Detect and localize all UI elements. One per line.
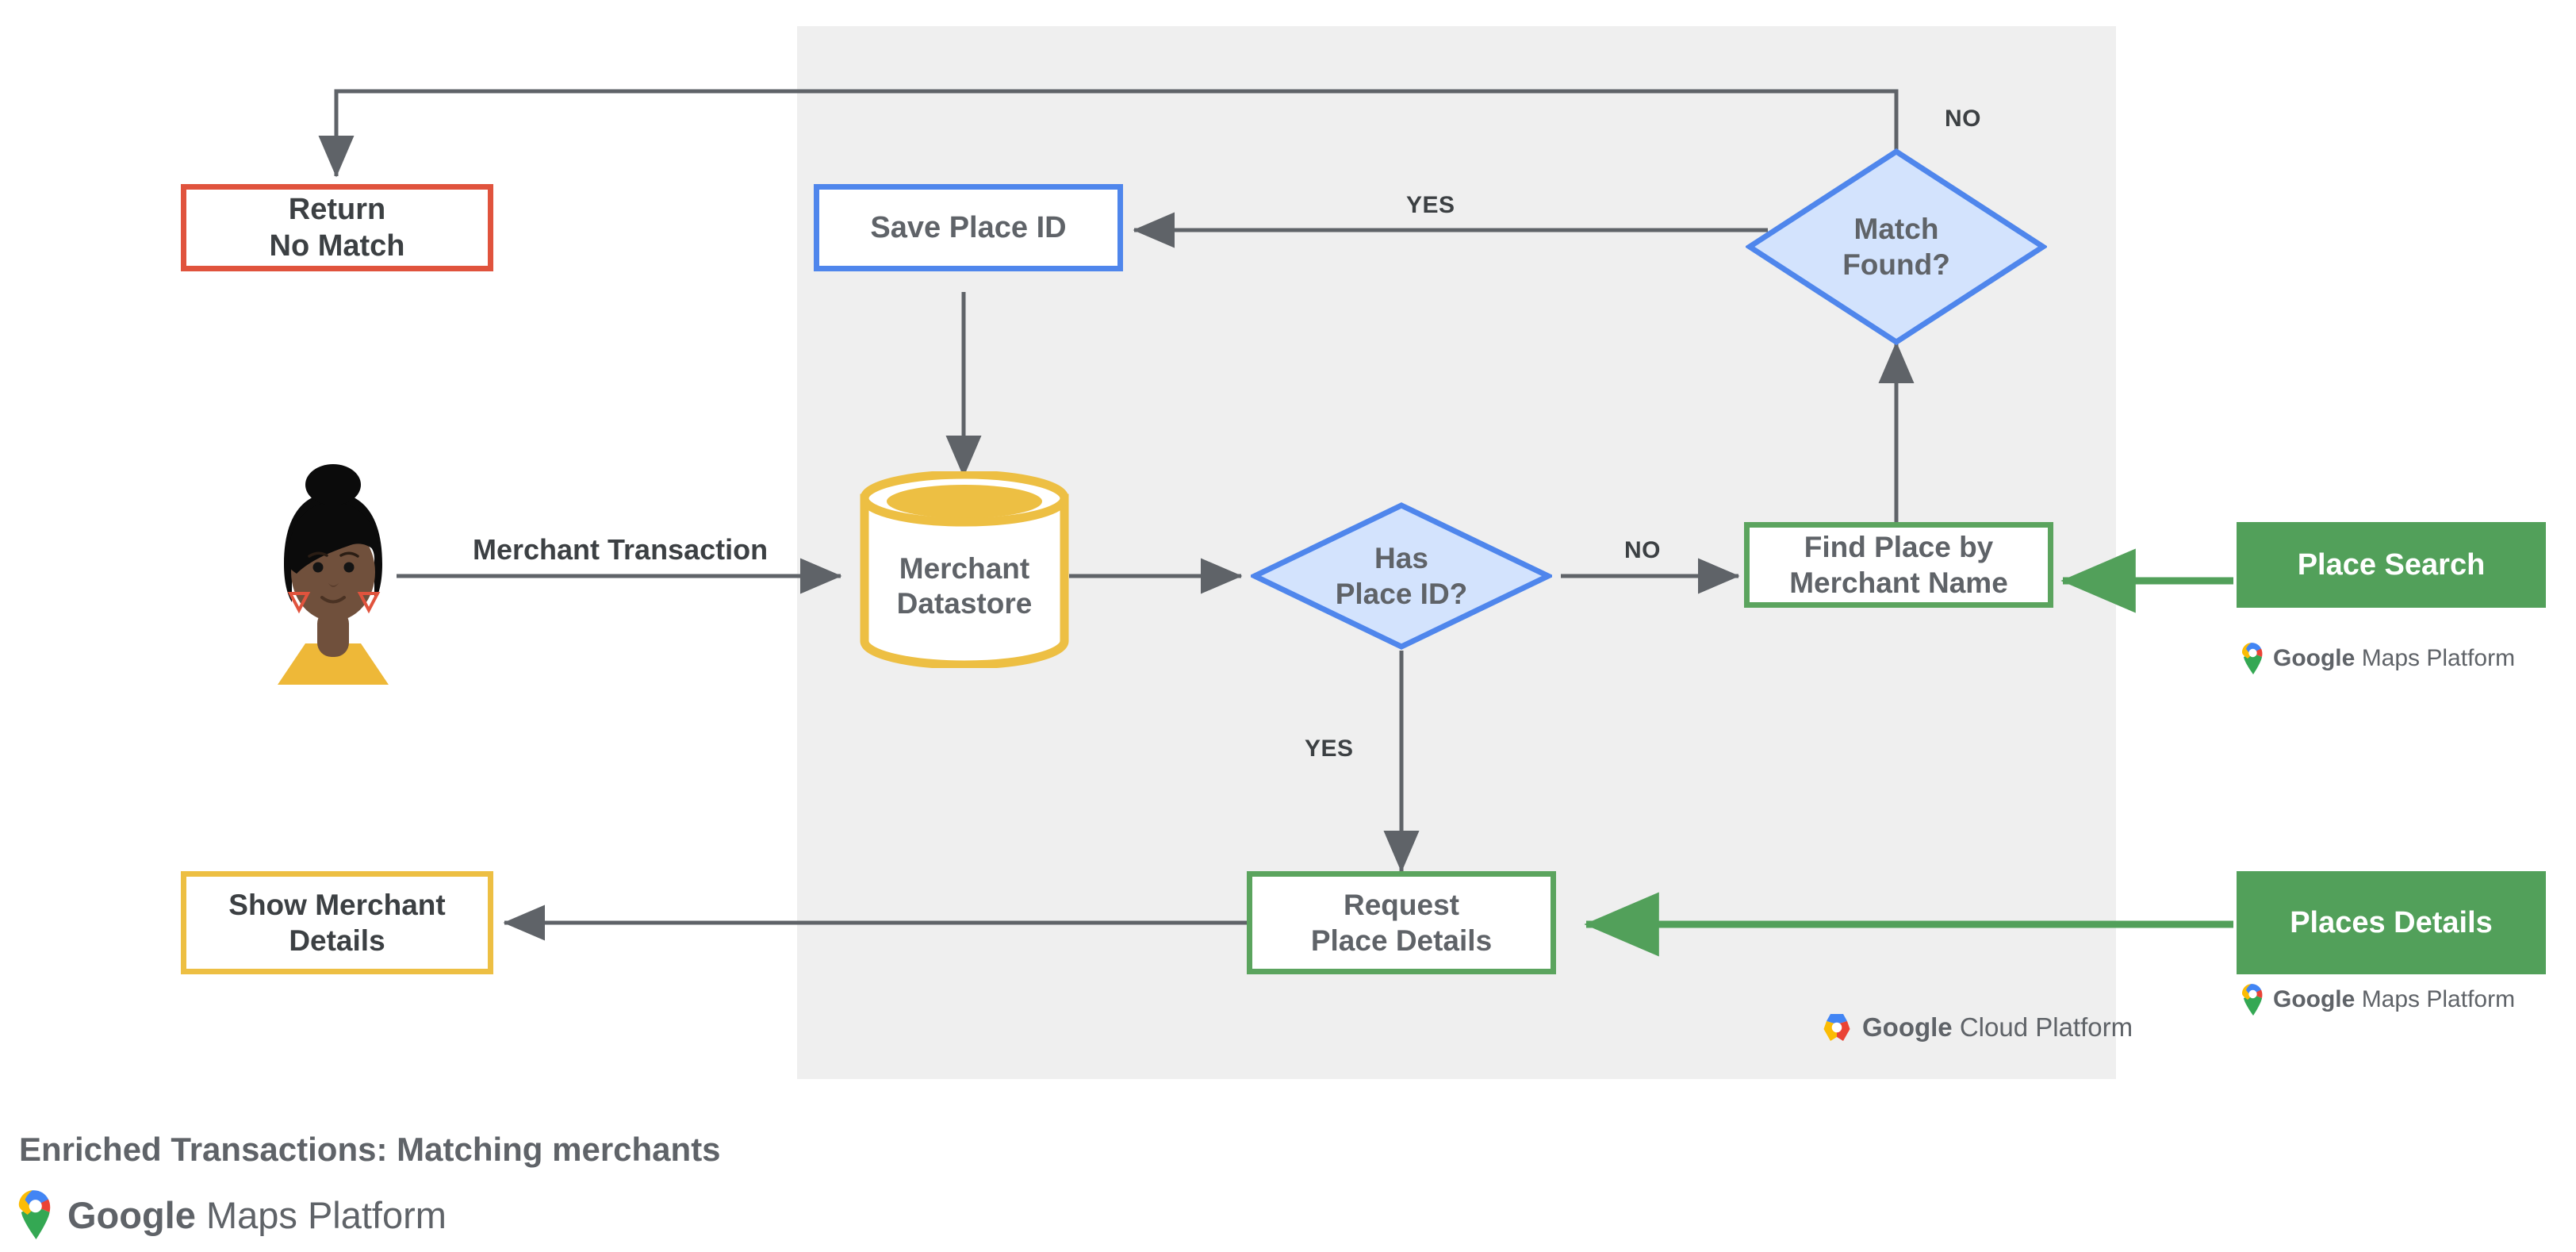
google-maps-pin-icon: [2242, 643, 2263, 674]
google-cloud-hexagon-icon: [1823, 1014, 1850, 1041]
cylinder-shape: [860, 471, 1069, 668]
node-label: Request Place Details: [1311, 887, 1492, 958]
edge-label-has-place-id-yes: YES: [1305, 735, 1354, 762]
node-line-2: Datastore: [896, 587, 1033, 620]
google-maps-pin-icon: [2242, 984, 2263, 1016]
node-line-2: Place ID?: [1335, 578, 1468, 610]
node-line-2: No Match: [269, 229, 405, 263]
node-match-found[interactable]: Match Found?: [1746, 148, 2047, 346]
node-label: Match Found?: [1842, 211, 1950, 282]
gmp-logo-text: Google Maps Platform: [2273, 645, 2515, 672]
node-line-1: Match: [1853, 212, 1939, 245]
gmp-logo-text: Google Maps Platform: [2273, 986, 2515, 1013]
node-label: Find Place by Merchant Name: [1789, 529, 2008, 601]
avatar-illustration-icon: [278, 464, 389, 685]
node-label: Merchant Datastore: [897, 551, 1033, 622]
node-merchant-datastore[interactable]: Merchant Datastore: [860, 471, 1069, 668]
gmp-suffix: Maps Platform: [2361, 986, 2516, 1012]
node-line-2: Place Details: [1310, 924, 1493, 957]
node-line-1: Has: [1374, 541, 1428, 574]
node-request-place-details[interactable]: Request Place Details: [1247, 871, 1556, 974]
edge-label-has-place-id-no: NO: [1624, 537, 1661, 563]
gmp-brand: Google: [2273, 645, 2356, 671]
edge-label-match-found-no: NO: [1945, 106, 1981, 132]
node-line-2: Details: [289, 924, 385, 957]
edge-match-found-no: [318, 89, 1899, 178]
footer-gmp-logo: Google Maps Platform: [17, 1190, 447, 1239]
place-search-gmp-logo: Google Maps Platform: [2241, 643, 2515, 674]
gcp-logo-text: Google Cloud Platform: [1862, 1012, 2133, 1043]
node-label: Has Place ID?: [1336, 540, 1468, 612]
footer-suffix: Maps Platform: [205, 1193, 447, 1236]
node-line-1: Return: [288, 192, 386, 226]
node-line-2: Merchant Name: [1789, 566, 2008, 599]
footer-brand: Google: [67, 1193, 196, 1236]
diamond-shape: [1746, 148, 2047, 346]
edge-label-merchant-transaction: Merchant Transaction: [473, 533, 769, 566]
footer-logo-text: Google Maps Platform: [67, 1193, 447, 1237]
node-places-details[interactable]: Places Details: [2237, 871, 2546, 974]
edge-label-match-found-yes: YES: [1406, 192, 1455, 218]
places-details-gmp-logo: Google Maps Platform: [2241, 984, 2515, 1016]
diagram-caption: Enriched Transactions: Matching merchant…: [19, 1131, 721, 1168]
gcp-suffix: Cloud Platform: [1959, 1012, 2133, 1042]
node-show-merchant-details[interactable]: Show Merchant Details: [181, 871, 493, 974]
node-label: Place Search: [2297, 547, 2486, 582]
customer-avatar: [262, 463, 404, 685]
node-label: Places Details: [2290, 905, 2493, 939]
node-line-1: Merchant: [899, 551, 1030, 585]
node-save-place-id[interactable]: Save Place ID: [814, 184, 1123, 271]
gmp-brand: Google: [2273, 986, 2356, 1012]
node-find-place-by-merchant-name[interactable]: Find Place by Merchant Name: [1744, 522, 2053, 608]
node-label: Show Merchant Details: [228, 887, 445, 958]
diamond-shape: [1251, 502, 1552, 650]
node-label: Return No Match: [270, 191, 405, 265]
node-return-no-match[interactable]: Return No Match: [181, 184, 493, 271]
node-line-1: Request: [1344, 888, 1459, 921]
node-place-search[interactable]: Place Search: [2237, 522, 2546, 608]
gmp-suffix: Maps Platform: [2361, 645, 2516, 671]
google-cloud-platform-logo: Google Cloud Platform: [1821, 1012, 2133, 1043]
gcp-brand: Google: [1862, 1012, 1953, 1042]
node-has-place-id[interactable]: Has Place ID?: [1251, 501, 1552, 651]
node-line-2: Found?: [1842, 248, 1950, 281]
node-line-1: Show Merchant: [228, 888, 446, 921]
node-line-1: Find Place by: [1804, 530, 1994, 563]
node-label: Save Place ID: [870, 210, 1067, 244]
google-maps-pin-icon: [18, 1190, 51, 1239]
